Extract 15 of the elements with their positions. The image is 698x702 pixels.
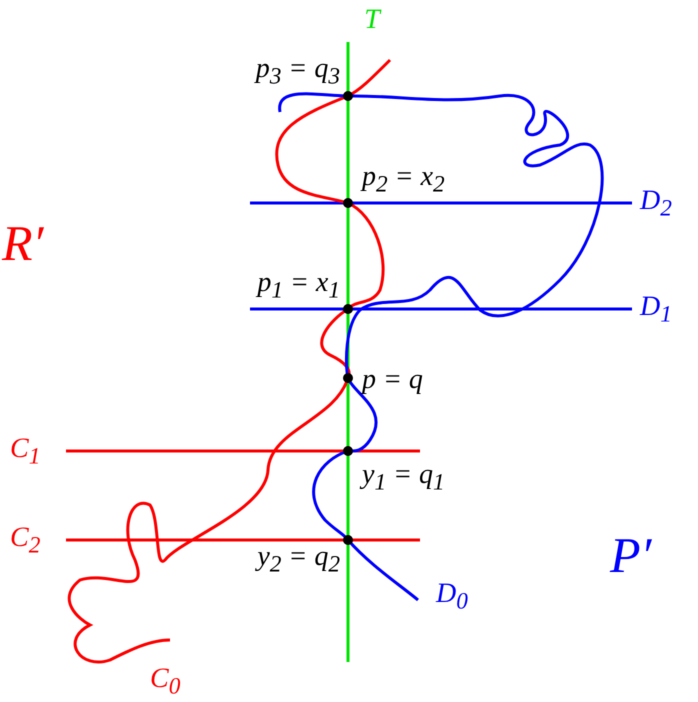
math-label: y$_{2}$ = q$_{2}$ (257, 543, 340, 577)
math-label: p$_{3}$ = q$_{3}$ (256, 55, 340, 89)
math-label: p$_{1}$ = x$_{1}$ (257, 269, 340, 303)
math-label: p = q (362, 366, 423, 394)
math-label: y$_{1}$ = q$_{1}$ (362, 461, 445, 495)
math-label: p$_{2}$ = x$_{2}$ (362, 163, 445, 197)
math-label: D$_{0}$ (436, 580, 468, 614)
math-label: D$_{1}$ (640, 293, 672, 327)
math-label: C$_{0}$ (150, 665, 180, 699)
math-label: C$_{1}$ (10, 435, 40, 469)
region-label: P′ (610, 530, 652, 580)
math-label: T (364, 6, 380, 34)
math-label: C$_{2}$ (10, 524, 40, 558)
math-label: D$_{2}$ (640, 187, 672, 221)
region-label: R′ (2, 218, 44, 268)
